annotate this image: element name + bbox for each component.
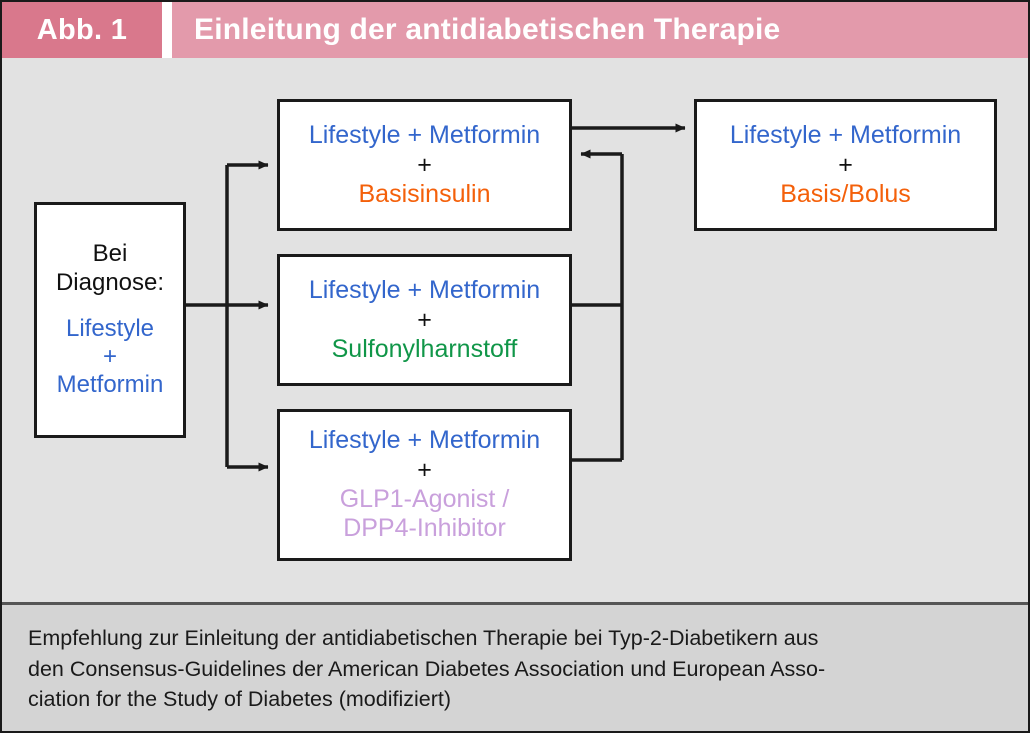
header-divider: [162, 2, 172, 58]
caption-line-1: Empfehlung zur Einleitung der antidiabet…: [28, 626, 819, 650]
caption-line-2: den Consensus-Guidelines der American Di…: [28, 656, 826, 681]
incretin-plus: +: [417, 455, 432, 484]
sulfonylurea-line-1: Lifestyle + Metformin: [308, 276, 541, 304]
connector-layer: [186, 123, 686, 472]
sulfonylurea-plus: +: [417, 305, 432, 334]
bolus-line-1: Lifestyle + Metformin: [729, 121, 962, 149]
basal-line-2: Basisinsulin: [358, 179, 491, 208]
bolus-line-2: Basis/Bolus: [780, 179, 911, 208]
node-glp1-dpp4[interactable]: Lifestyle + Metformin + GLP1-Agonist / D…: [277, 409, 572, 561]
basal-line-1: Lifestyle + Metformin: [308, 121, 541, 149]
incretin-line-2: GLP1-Agonist /: [339, 484, 510, 513]
figure-title: Einleitung der antidiabetischen Therapie: [194, 13, 781, 46]
node-basisinsulin[interactable]: Lifestyle + Metformin + Basisinsulin: [277, 99, 572, 231]
node-sulfonylharnstoff[interactable]: Lifestyle + Metformin + Sulfonylharnstof…: [277, 254, 572, 386]
figure-header: Abb. 1 Einleitung der antidiabetischen T…: [2, 2, 1028, 58]
caption-line-3: ciation for the Study of Diabetes (modif…: [28, 687, 452, 712]
caption-divider: [2, 602, 1028, 605]
entry-line-1: Bei: [92, 240, 128, 268]
flowchart-canvas: Bei Diagnose: Lifestyle + Metformin Life…: [2, 58, 1028, 602]
entry-line-4: Metformin: [56, 371, 164, 399]
sulfonylurea-line-2: Sulfonylharnstoff: [331, 334, 518, 363]
entry-line-3: Lifestyle: [65, 314, 155, 342]
incretin-line-1: Lifestyle + Metformin: [308, 426, 541, 455]
basal-plus: +: [417, 150, 432, 179]
incretin-line-3: DPP4-Inhibitor: [343, 514, 506, 543]
entry-plus: +: [102, 343, 117, 371]
figure-number-badge: Abb. 1: [2, 2, 162, 58]
node-bei-diagnose[interactable]: Bei Diagnose: Lifestyle + Metformin: [34, 202, 186, 438]
figure-caption: Empfehlung zur Einleitung der antidiabet…: [2, 605, 1028, 731]
entry-line-2: Diagnose:: [55, 268, 165, 296]
node-basis-bolus[interactable]: Lifestyle + Metformin + Basis/Bolus: [694, 99, 997, 231]
bolus-plus: +: [838, 150, 853, 179]
figure-title-bar: Einleitung der antidiabetischen Therapie: [172, 2, 1028, 58]
